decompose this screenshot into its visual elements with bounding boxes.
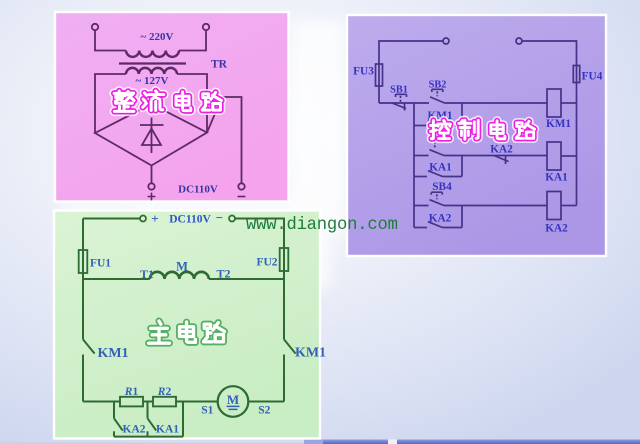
svg-text:+: +: [151, 211, 158, 226]
svg-text:KA1: KA1: [156, 424, 179, 436]
svg-text:−: −: [216, 210, 223, 225]
svg-text:TR: TR: [211, 59, 228, 71]
svg-text:DC110V: DC110V: [178, 184, 218, 196]
svg-text:S2: S2: [258, 405, 270, 417]
svg-text:SB4: SB4: [432, 181, 452, 193]
svg-text:R1: R1: [124, 386, 139, 398]
svg-text:R2: R2: [157, 386, 172, 398]
svg-text:KM1: KM1: [546, 118, 571, 130]
svg-text:KM1: KM1: [295, 346, 326, 361]
svg-text:FU2: FU2: [256, 257, 277, 269]
svg-text:KA2: KA2: [123, 424, 146, 436]
svg-text:S1: S1: [201, 405, 213, 417]
svg-text:~ 220V: ~ 220V: [141, 31, 174, 43]
svg-text:KA1: KA1: [429, 161, 452, 173]
svg-text:M: M: [176, 260, 188, 274]
svg-text:T1: T1: [140, 267, 154, 281]
svg-text:FU4: FU4: [582, 71, 603, 83]
svg-text:KM1: KM1: [97, 346, 128, 361]
svg-text:~ 127V: ~ 127V: [136, 75, 169, 87]
svg-text:T2: T2: [216, 267, 230, 281]
svg-text:SB2: SB2: [429, 79, 447, 90]
svg-text:M: M: [227, 392, 239, 407]
svg-text:FU3: FU3: [353, 66, 374, 78]
svg-text:FU1: FU1: [90, 258, 111, 270]
svg-text:KA1: KA1: [545, 172, 568, 184]
svg-text:KA2: KA2: [429, 212, 452, 224]
svg-text:www.diangon.com: www.diangon.com: [246, 216, 398, 235]
svg-text:DC110V: DC110V: [169, 214, 211, 226]
svg-text:KA2: KA2: [490, 144, 513, 156]
svg-text:SB1: SB1: [390, 85, 408, 96]
svg-text:KA2: KA2: [545, 223, 568, 235]
